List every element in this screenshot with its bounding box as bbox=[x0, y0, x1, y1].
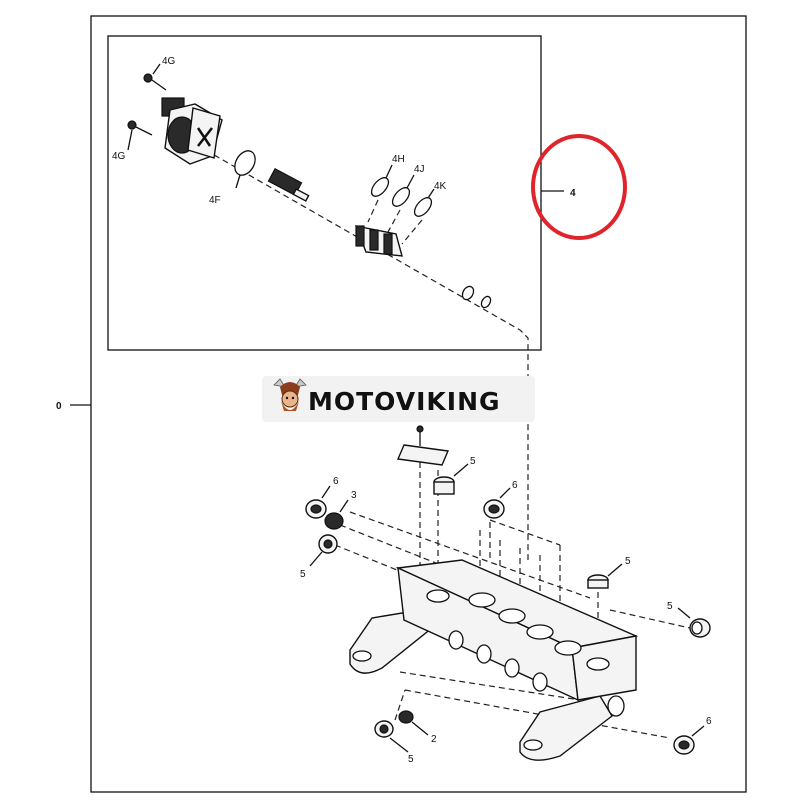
callout-inset: 4 bbox=[570, 188, 576, 199]
plug-5-left bbox=[318, 534, 338, 554]
label-4g-top: 4G bbox=[162, 56, 176, 67]
watermark-logo: MOTOVIKING bbox=[262, 376, 535, 422]
screw-4g-top bbox=[143, 73, 167, 91]
label-4j: 4J bbox=[414, 164, 425, 175]
manifold-body bbox=[349, 559, 639, 761]
small-oring-a bbox=[461, 285, 475, 301]
cap-6-bottom-right bbox=[673, 735, 695, 755]
valve-cartridge bbox=[354, 225, 403, 257]
oring-4f bbox=[234, 150, 256, 176]
label-4h: 4H bbox=[392, 154, 405, 165]
label-4f: 4F bbox=[209, 195, 221, 206]
label-cap-bottom-right: 6 bbox=[706, 716, 712, 727]
label-plug-bottom-2: 2 bbox=[431, 734, 437, 745]
solenoid-coil bbox=[161, 97, 223, 165]
label-plug-top: 5 bbox=[470, 456, 476, 467]
label-4g-left: 4G bbox=[112, 151, 126, 162]
outer-frame bbox=[90, 15, 747, 793]
seal-4h bbox=[370, 177, 390, 197]
seal-4j bbox=[391, 187, 411, 207]
plug-5-right-top bbox=[587, 574, 609, 589]
gasket-plate bbox=[396, 425, 450, 466]
label-plug-right-mid: 5 bbox=[667, 601, 673, 612]
label-plug-right-top: 5 bbox=[625, 556, 631, 567]
small-oring-b bbox=[480, 295, 492, 309]
plug-2-bottom bbox=[398, 710, 414, 724]
plug-5-bottom bbox=[374, 720, 394, 738]
highlight-circle bbox=[531, 134, 627, 240]
label-plug-bottom: 5 bbox=[408, 754, 414, 765]
plug-3-left bbox=[324, 512, 344, 530]
callout-main: 0 bbox=[56, 401, 62, 412]
plug-5-top bbox=[433, 476, 455, 495]
seal-4k bbox=[413, 197, 433, 217]
cap-6-mid bbox=[483, 499, 505, 519]
inset-axis-line bbox=[187, 139, 529, 560]
label-4k: 4K bbox=[434, 181, 447, 192]
cap-6-left-top bbox=[305, 499, 327, 519]
watermark-text: MOTOVIKING bbox=[308, 387, 501, 416]
label-plug-left-3: 3 bbox=[351, 490, 357, 501]
valve-stem bbox=[267, 167, 310, 202]
inset-frame bbox=[107, 35, 542, 351]
screw-4g-left bbox=[127, 120, 153, 136]
label-cap-left-top: 6 bbox=[333, 476, 339, 487]
label-plug-left-5: 5 bbox=[300, 569, 306, 580]
plug-5-right-mid bbox=[689, 618, 711, 638]
label-cap-mid: 6 bbox=[512, 480, 518, 491]
